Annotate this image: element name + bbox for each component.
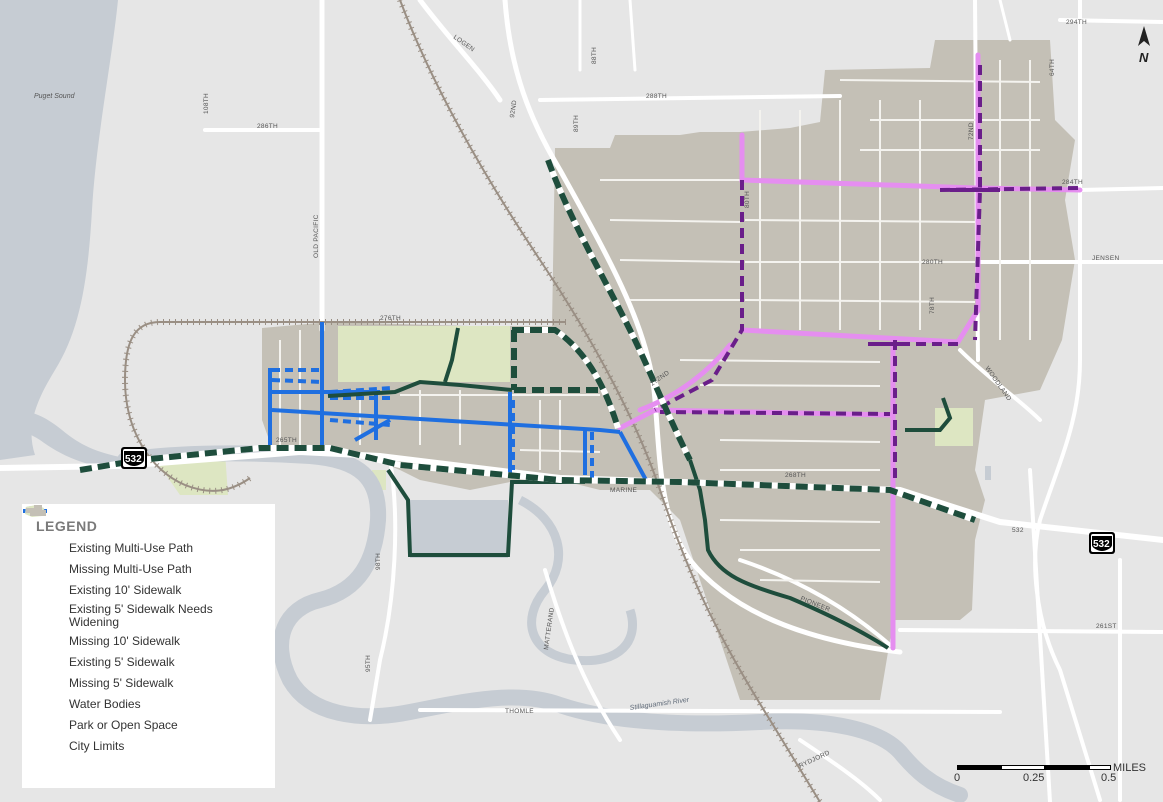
scale-bar: 0 0.25 0.5 MILES [953,758,1153,798]
local-streets [279,60,1041,583]
label-532: 532 [1012,527,1024,534]
scale-segment-4 [1089,765,1111,770]
legend-item-missing-5-sidewalk: Missing 5' Sidewalk [23,509,263,692]
legend-item-missing-multi-use-path: Missing Multi-Use Path [23,509,263,578]
svg-text:532: 532 [125,454,142,465]
label-294th: 294TH [1066,19,1087,26]
label-88th: 88TH [591,47,598,64]
legend-item-park-or-open-space: Park or Open Space [25,505,263,734]
highway-532-shield-east: 532 [1089,532,1115,554]
missing-multi-use-path [79,158,976,523]
label-108th: 108TH [203,93,210,114]
svg-text:532: 532 [1093,539,1110,550]
label-jensen: JENSEN [1092,255,1119,262]
legend-label: Missing Multi-Use Path [69,562,192,576]
legend-label: Missing 5' Sidewalk [69,676,174,690]
small-pond [985,466,991,480]
label-80th: 80TH [744,191,751,208]
label-286th: 286TH [257,123,278,130]
scale-unit: MILES [1113,762,1147,774]
label-265th: 265TH [276,437,297,444]
label-288th: 288TH [646,93,667,100]
label-78th: 78TH [929,297,936,314]
legend-label: Existing 5' Sidewalk Needs Widening [69,602,213,629]
legend-item-existing-5-sidewalk: Existing 5' Sidewalk [23,509,263,671]
label-276th: 276TH [380,315,401,322]
legend-label: City Limits [69,739,125,753]
highway-532-shield-west: 532 [121,447,147,469]
label-puget-sound: Puget Sound [34,93,76,100]
legend-item-missing-10-sidewalk: Missing 10' Sidewalk [23,509,263,650]
legend-label: Missing 10' Sidewalk [69,634,181,648]
scale-segment-2 [1001,765,1045,770]
legend-label: Existing 5' Sidewalk [69,655,175,669]
existing-10-sidewalk [870,188,1000,346]
city-limits-area [262,40,1075,700]
label-thomle: THOMLE [505,708,534,715]
park-north [338,326,510,382]
river-oxbow [517,495,637,666]
label-284th: 284TH [1062,179,1083,186]
scale-tick-0: 0 [954,772,961,784]
railroad [121,0,823,802]
label-280th: 280TH [922,259,943,266]
label-89th: 89TH [573,115,580,132]
label-marine: MARINE [610,487,637,494]
scale-tick-025: 0.25 [1023,772,1045,784]
north-arrow-icon: N [1138,26,1150,65]
label-95th: 95TH [365,655,372,672]
sound-inlet [0,411,125,468]
label-261st: 261ST [1096,623,1117,630]
legend-item-existing-10-sidewalk: Existing 10' Sidewalk [23,509,263,599]
legend-title: LEGEND [36,518,98,534]
legend-item-existing-multi-use-path: Existing Multi-Use Path [23,509,263,557]
missing-5-sidewalk [271,368,594,478]
legend-label: Park or Open Space [69,718,178,732]
puget-sound [0,0,118,460]
label-old-pacific: OLD PACIFIC [313,214,320,258]
svg-text:N: N [1139,50,1149,65]
label-98th: 98TH [375,553,382,570]
legend-label: Existing 10' Sidewalk [69,583,182,597]
label-92nd: 92ND [509,100,518,119]
scale-tick-05: 0.5 [1101,772,1117,784]
scale-segment-1 [957,765,1001,770]
existing-multi-use-path [327,327,953,650]
label-64th: 64TH [1049,59,1056,76]
legend-item-water-bodies: Water Bodies [25,505,263,713]
scale-segment-3 [1045,765,1089,770]
label-72nd: 72ND [968,122,975,140]
label-268th: 268TH [785,472,806,479]
legend-item-existing-5-sidewalk-needs-widening: Existing 5' Sidewalk Needs Widening [23,509,263,629]
lagoon [410,500,508,558]
legend-item-city-limits: City Limits [26,505,263,755]
stillaguamish-river [117,445,968,802]
legend-label: Water Bodies [69,697,141,711]
legend-label: Existing Multi-Use Path [69,541,194,555]
